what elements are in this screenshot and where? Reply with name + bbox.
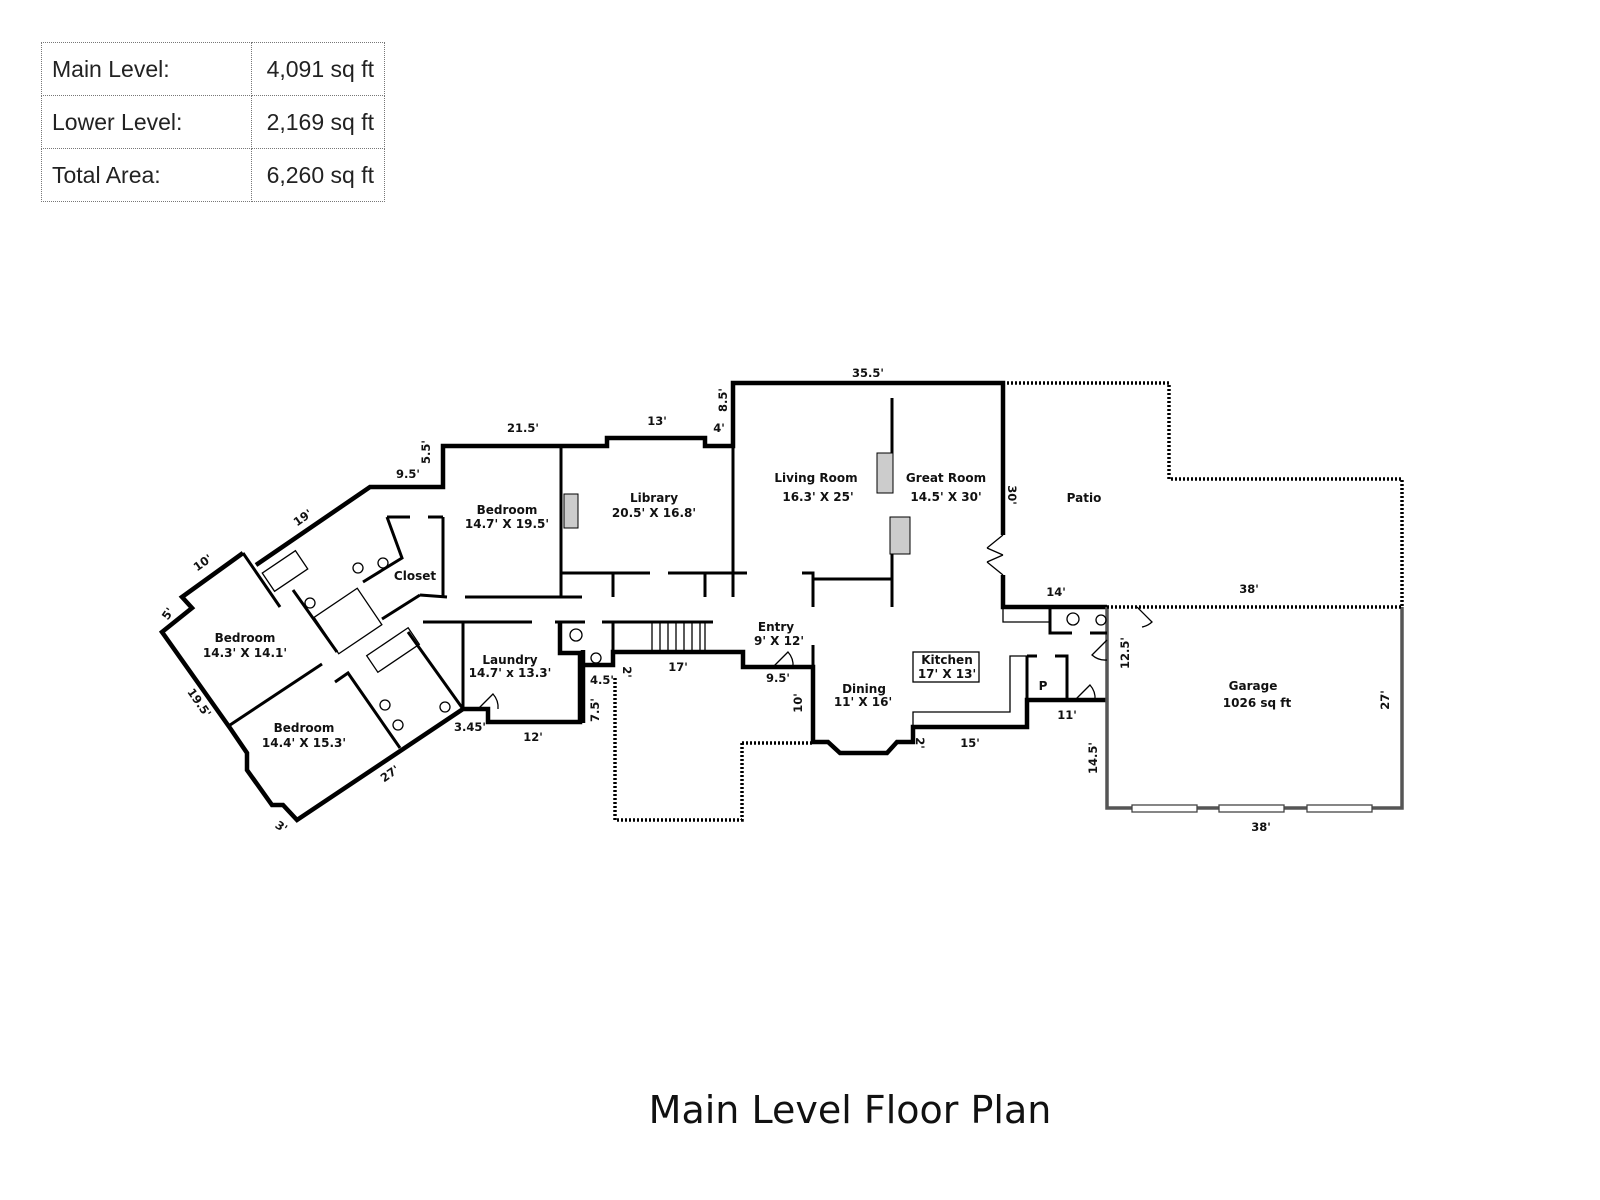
dimension-label: 10' (191, 551, 215, 574)
room-name: Bedroom (477, 503, 538, 517)
door-swing-icon (477, 693, 499, 710)
sink-icon (590, 652, 602, 664)
exterior-walls (158, 380, 1107, 823)
room-size: 16.3' X 25' (782, 490, 853, 504)
dimension-label: 2' (620, 666, 634, 678)
fireplaces (563, 452, 911, 555)
door-swing-icon (1136, 606, 1153, 628)
dimension-label: 30' (1005, 485, 1019, 505)
garage-door (1131, 804, 1198, 813)
room-size: 20.5' X 16.8' (612, 506, 696, 520)
room-name: Bedroom (274, 721, 335, 735)
sink-icon (379, 699, 391, 711)
dimension-label: 12' (523, 730, 543, 744)
room-size: 14.7' X 19.5' (465, 517, 549, 531)
area-summary-table: Main Level:4,091 sq ft Lower Level:2,169… (41, 42, 385, 202)
area-value: 6,260 sq ft (251, 148, 385, 202)
garage-door (1306, 804, 1373, 813)
room-size: 9' X 12' (754, 634, 804, 648)
dimension-label: 4.5' (590, 673, 614, 687)
kitchen-label-box (912, 651, 980, 683)
dimension-label: 11' (1057, 708, 1077, 722)
dimension-label: 4' (713, 421, 725, 435)
room-name: Closet (394, 569, 436, 583)
dimension-label: 10' (791, 693, 805, 713)
room-name: Kitchen (921, 653, 973, 667)
area-label: Total Area: (41, 148, 252, 202)
dimension-label: 21.5' (507, 421, 539, 435)
sink-icon (304, 597, 316, 609)
room-name: Bedroom (215, 631, 276, 645)
room-name: P (1039, 679, 1048, 693)
shower-icon (313, 587, 383, 655)
room-size: 14.7' x 13.3' (469, 666, 552, 680)
room-name: Great Room (906, 471, 986, 485)
dimension-label: 7.5' (588, 698, 602, 722)
toilet-icon (569, 628, 583, 642)
bathtub-icon (365, 626, 421, 674)
fireplace-icon (876, 452, 894, 494)
plan-title: Main Level Floor Plan (648, 1088, 1052, 1132)
dimension-label: 2' (913, 737, 927, 749)
area-label: Main Level: (41, 42, 252, 96)
room-name: Dining (842, 682, 886, 696)
interior-walls (229, 398, 1107, 749)
dimension-labels: 21.5' 9.5' 5.5' 19' 10' 5' 19.5' 27' 3' … (159, 366, 1392, 836)
room-name: Garage (1229, 679, 1278, 693)
dimension-label: 12.5' (1118, 637, 1132, 669)
area-label: Lower Level: (41, 95, 252, 149)
dimension-label: 3.45' (454, 720, 486, 734)
room-name: Entry (758, 620, 794, 634)
room-size: 14.5' X 30' (910, 490, 981, 504)
garage-walls (1105, 607, 1404, 813)
stairs (651, 622, 706, 652)
patio-outline (613, 381, 1404, 822)
room-name: Patio (1067, 491, 1102, 505)
room-name: Library (630, 491, 678, 505)
toilet-icon (439, 701, 451, 713)
bathtub-icon (261, 549, 309, 593)
toilet-icon (1066, 612, 1080, 626)
area-value: 4,091 sq ft (251, 42, 385, 96)
fireplace-icon (563, 493, 579, 529)
room-name: Laundry (482, 653, 537, 667)
toilet-icon (377, 557, 389, 569)
dimension-label: 13' (647, 414, 667, 428)
fireplace-icon (889, 516, 911, 555)
door-swing-icon (772, 651, 794, 668)
sink-icon (1095, 614, 1107, 626)
dimension-label: 38' (1251, 820, 1271, 834)
room-size: 11' X 16' (834, 695, 892, 709)
dimension-label: 3' (273, 818, 290, 836)
garage-door (1218, 804, 1285, 813)
dimension-label: 17' (668, 660, 688, 674)
room-size: 1026 sq ft (1223, 696, 1292, 710)
dimension-label: 15' (960, 736, 980, 750)
dimension-label: 27' (1378, 690, 1392, 710)
dimension-label: 9.5' (766, 671, 790, 685)
room-labels: Bedroom 14.7' X 19.5' Closet Bedroom 14.… (203, 471, 1292, 750)
table-row: Main Level:4,091 sq ft (41, 42, 385, 96)
door-swing-icon (1074, 684, 1096, 701)
dimension-label: 14' (1046, 585, 1066, 599)
table-row: Total Area:6,260 sq ft (41, 148, 385, 202)
room-size: 14.3' X 14.1' (203, 646, 287, 660)
sink-icon (392, 719, 404, 731)
dimension-label: 5.5' (419, 440, 433, 464)
room-size: 14.4' X 15.3' (262, 736, 346, 750)
fixtures (261, 534, 1153, 731)
dimension-label: 9.5' (396, 467, 420, 481)
dimension-label: 8.5' (716, 388, 730, 412)
room-size: 17' X 13' (918, 667, 976, 681)
dimension-label: 35.5' (852, 366, 884, 380)
dimension-label: 38' (1239, 582, 1259, 596)
room-name: Living Room (774, 471, 857, 485)
door-swing-icon (1091, 639, 1108, 661)
sink-icon (352, 562, 364, 574)
dimension-label: 14.5' (1086, 742, 1100, 774)
double-door-icon (986, 534, 1004, 576)
